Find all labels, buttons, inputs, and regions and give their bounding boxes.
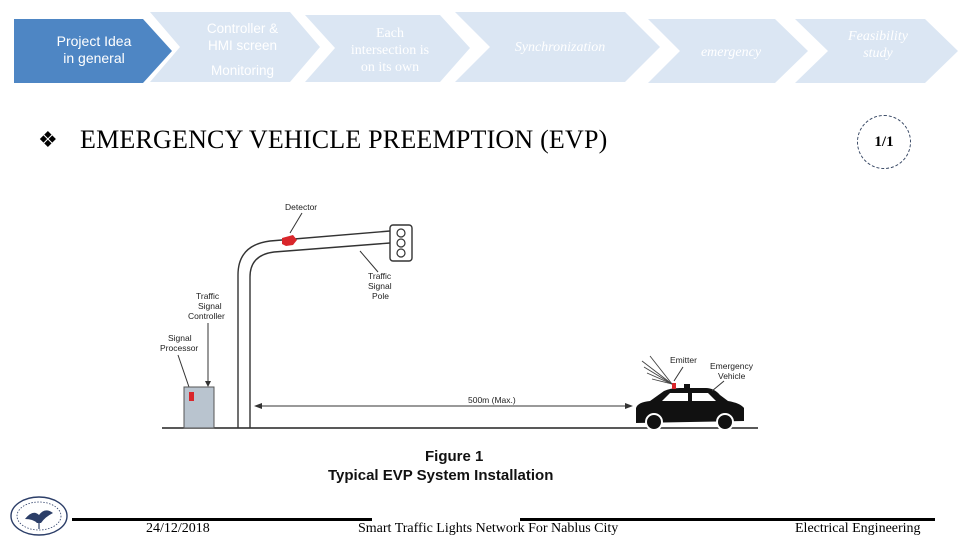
pole-label: Traffic Signal Pole — [368, 271, 394, 301]
nav-step-controller-hmi[interactable]: Controller & HMI screen Monitoring — [190, 12, 295, 86]
nav-step-label: emergency — [700, 44, 762, 60]
chevron-shape-3 — [305, 15, 470, 82]
nav-step-feasibility[interactable]: Feasibility study — [826, 12, 930, 78]
signal-lamp-icon — [396, 228, 406, 238]
nav-step-label: Feasibility — [848, 29, 908, 44]
nav-step-label: HMI screen — [207, 37, 278, 53]
figure-caption-title: Figure 1 — [425, 448, 483, 465]
nav-step-label: Each — [376, 25, 404, 41]
controller-cabinet — [183, 386, 215, 429]
nav-step-label — [207, 54, 278, 62]
nav-step-synchronization[interactable]: Synchronization — [490, 14, 630, 80]
nav-step-label: Project Idea — [56, 33, 132, 49]
signal-lamp-icon — [396, 238, 406, 248]
chevron-shape-4 — [455, 12, 660, 82]
distance-label: 500m (Max.) — [468, 395, 516, 405]
chevron-shape-2 — [150, 12, 320, 82]
detector-label: Detector — [285, 202, 317, 212]
chevron-shape-1 — [14, 19, 172, 83]
chevron-shapes — [14, 12, 958, 83]
nav-step-label: Monitoring — [210, 62, 275, 78]
footer-rule-left — [72, 518, 372, 521]
footer-department: Electrical Engineering — [795, 521, 921, 536]
slide-title-row: ❖ EMERGENCY VEHICLE PREEMPTION (EVP) — [38, 122, 608, 158]
nav-step-label: study — [863, 46, 893, 61]
signal-lamp-icon — [396, 248, 406, 258]
car-window-rear — [692, 393, 716, 401]
signal-pole-inner — [249, 242, 391, 428]
processor-pointer — [177, 354, 191, 391]
nav-step-label: Synchronization — [514, 39, 606, 55]
pole-label-pointer — [359, 250, 379, 273]
processor-label: Signal Processor — [160, 333, 198, 353]
footer-rule-right — [520, 518, 935, 521]
emitter-icon — [672, 383, 676, 389]
emitter-pointer — [673, 366, 684, 382]
page-badge: 1/1 — [857, 115, 911, 169]
detector-icon — [282, 235, 297, 246]
university-seal-icon — [10, 496, 68, 536]
arrow-head-icon — [205, 381, 211, 387]
footer-project: Smart Traffic Lights Network For Nablus … — [358, 521, 619, 536]
nav-step-emergency[interactable]: emergency — [680, 19, 782, 85]
emitter-beams — [641, 355, 673, 385]
vehicle-label: Emergency Vehicle — [710, 361, 755, 381]
nav-step-project-idea[interactable]: Project Idea in general — [40, 17, 148, 83]
chevron-shape-6 — [795, 19, 958, 83]
nav-step-each-intersection[interactable]: Each intersection is on its own — [335, 17, 445, 83]
controller-label: Traffic Signal Controller — [188, 291, 225, 321]
diamond-bullet-icon: ❖ — [38, 127, 58, 152]
nav-step-label: intersection is — [350, 42, 430, 58]
arrow-right-icon — [625, 403, 633, 409]
vehicle-pointer — [711, 380, 725, 392]
nav-step-label: in general — [63, 50, 125, 66]
detector-pointer — [289, 212, 303, 234]
emergency-vehicle — [636, 383, 744, 431]
progress-nav: Project Idea in general Controller & HMI… — [0, 0, 960, 90]
nav-step-label: on its own — [360, 59, 420, 75]
evp-figure: Detector Traffic Signal Pole Traffic Sig… — [160, 202, 758, 484]
nav-step-label: Controller & — [206, 20, 279, 36]
emitter-label: Emitter — [670, 355, 697, 365]
car-body — [636, 388, 744, 423]
figure-caption-subtitle: Typical EVP System Installation — [328, 467, 553, 484]
car-wheel — [645, 413, 663, 431]
footer-date: 24/12/2018 — [146, 521, 210, 536]
light-bar — [684, 384, 690, 388]
signal-pole-outer — [237, 230, 391, 428]
slide-title: EMERGENCY VEHICLE PREEMPTION (EVP) — [80, 125, 608, 154]
arrow-left-icon — [254, 403, 262, 409]
signal-processor-unit — [189, 392, 194, 401]
car-window-front — [662, 393, 688, 401]
car-wheel — [716, 413, 734, 431]
chevron-shape-5 — [648, 19, 808, 83]
